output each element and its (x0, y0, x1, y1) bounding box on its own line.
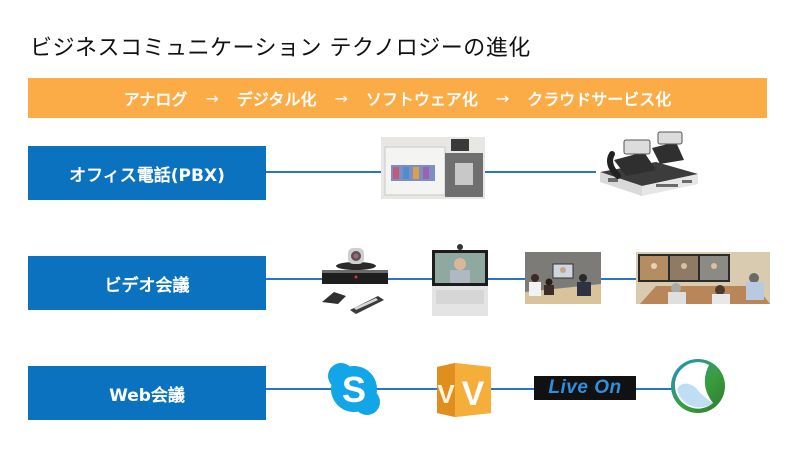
stage-analog: アナログ (123, 90, 188, 109)
svg-text:V: V (462, 375, 485, 413)
evolution-banner: アナログ → デジタル化 → ソフトウェア化 → クラウドサービス化 (28, 78, 767, 118)
arrow-icon: → (334, 88, 348, 108)
arrow-icon: → (205, 88, 219, 108)
skype-logo: S (325, 360, 383, 418)
svg-text:V: V (437, 379, 455, 409)
ip-pbx-with-desk-phones-photo (596, 130, 700, 202)
webex-logo (669, 357, 727, 415)
pbx-wiring-cabinet-photo (381, 137, 485, 199)
stage-software: ソフトウェア化 (365, 90, 478, 109)
row-label-video-conference: ビデオ会議 (28, 256, 266, 310)
liveon-logo-text: Live On (548, 377, 622, 398)
telepresence-room-photo (636, 252, 770, 304)
desktop-video-terminal-photo (430, 244, 490, 318)
page-title: ビジネスコミュニケーション テクノロジーの進化 (30, 36, 531, 61)
meeting-room-video-photo (525, 252, 601, 304)
row-label-pbx: オフィス電話(PBX) (28, 146, 266, 200)
video-conference-hardware-photo (318, 244, 390, 314)
svg-text:S: S (342, 369, 366, 410)
stage-cloud: クラウドサービス化 (527, 90, 672, 109)
liveon-logo: Live On (534, 376, 636, 400)
row-label-web-conference: Web会議 (28, 366, 266, 420)
vcube-logo: V V (433, 361, 493, 417)
arrow-icon: → (495, 88, 510, 108)
stage-digital: デジタル化 (236, 90, 317, 109)
